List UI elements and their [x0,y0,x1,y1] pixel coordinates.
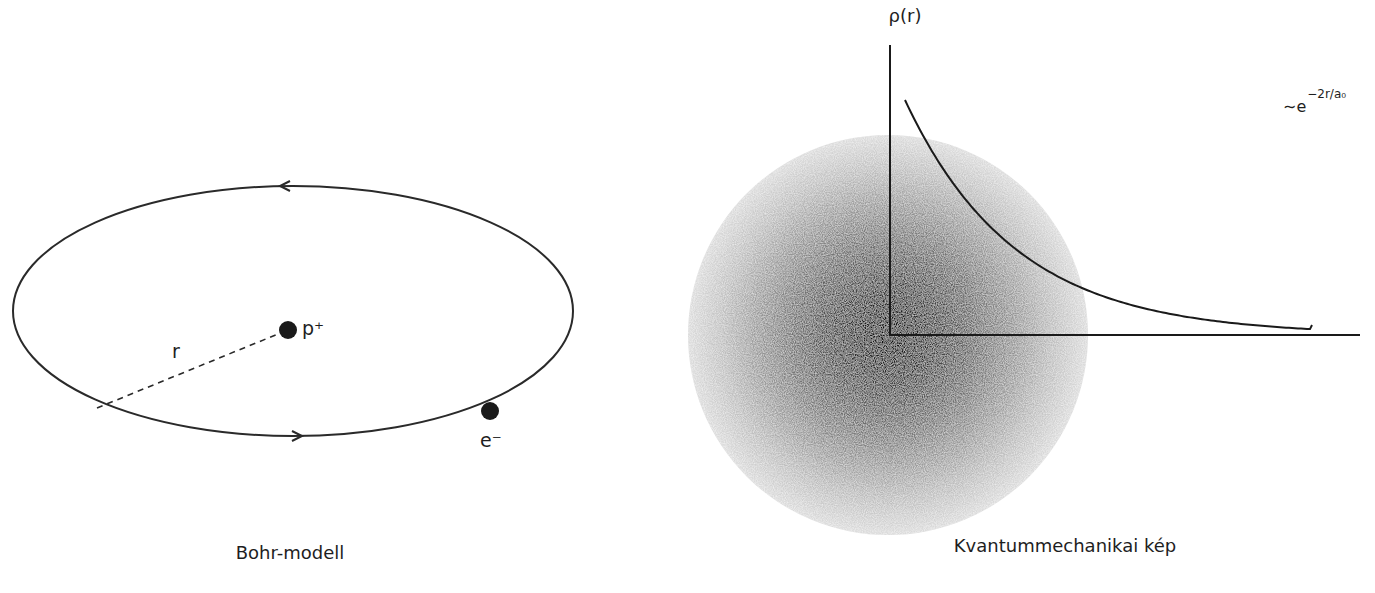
electron-dot [481,402,499,420]
formula-exponent: −2r/a₀ [1307,88,1346,102]
caption-label: Kvantummechanikai kép [954,536,1176,557]
orbit-direction [280,181,290,191]
axis-label: ρ(r) [889,6,922,27]
electron-label: e⁻ [480,430,502,452]
x-axis [889,334,1360,336]
density-curve [905,100,1312,329]
formula-label: ∼e [1283,98,1306,116]
proton-dot [279,321,297,339]
caption-label: Bohr-modell [236,543,345,564]
radius-label: r [172,341,180,363]
orbit-ellipse [13,186,573,436]
y-axis [889,45,891,336]
orbit-direction [292,431,302,441]
radius-line [97,334,278,408]
proton-label: p⁺ [302,318,324,340]
